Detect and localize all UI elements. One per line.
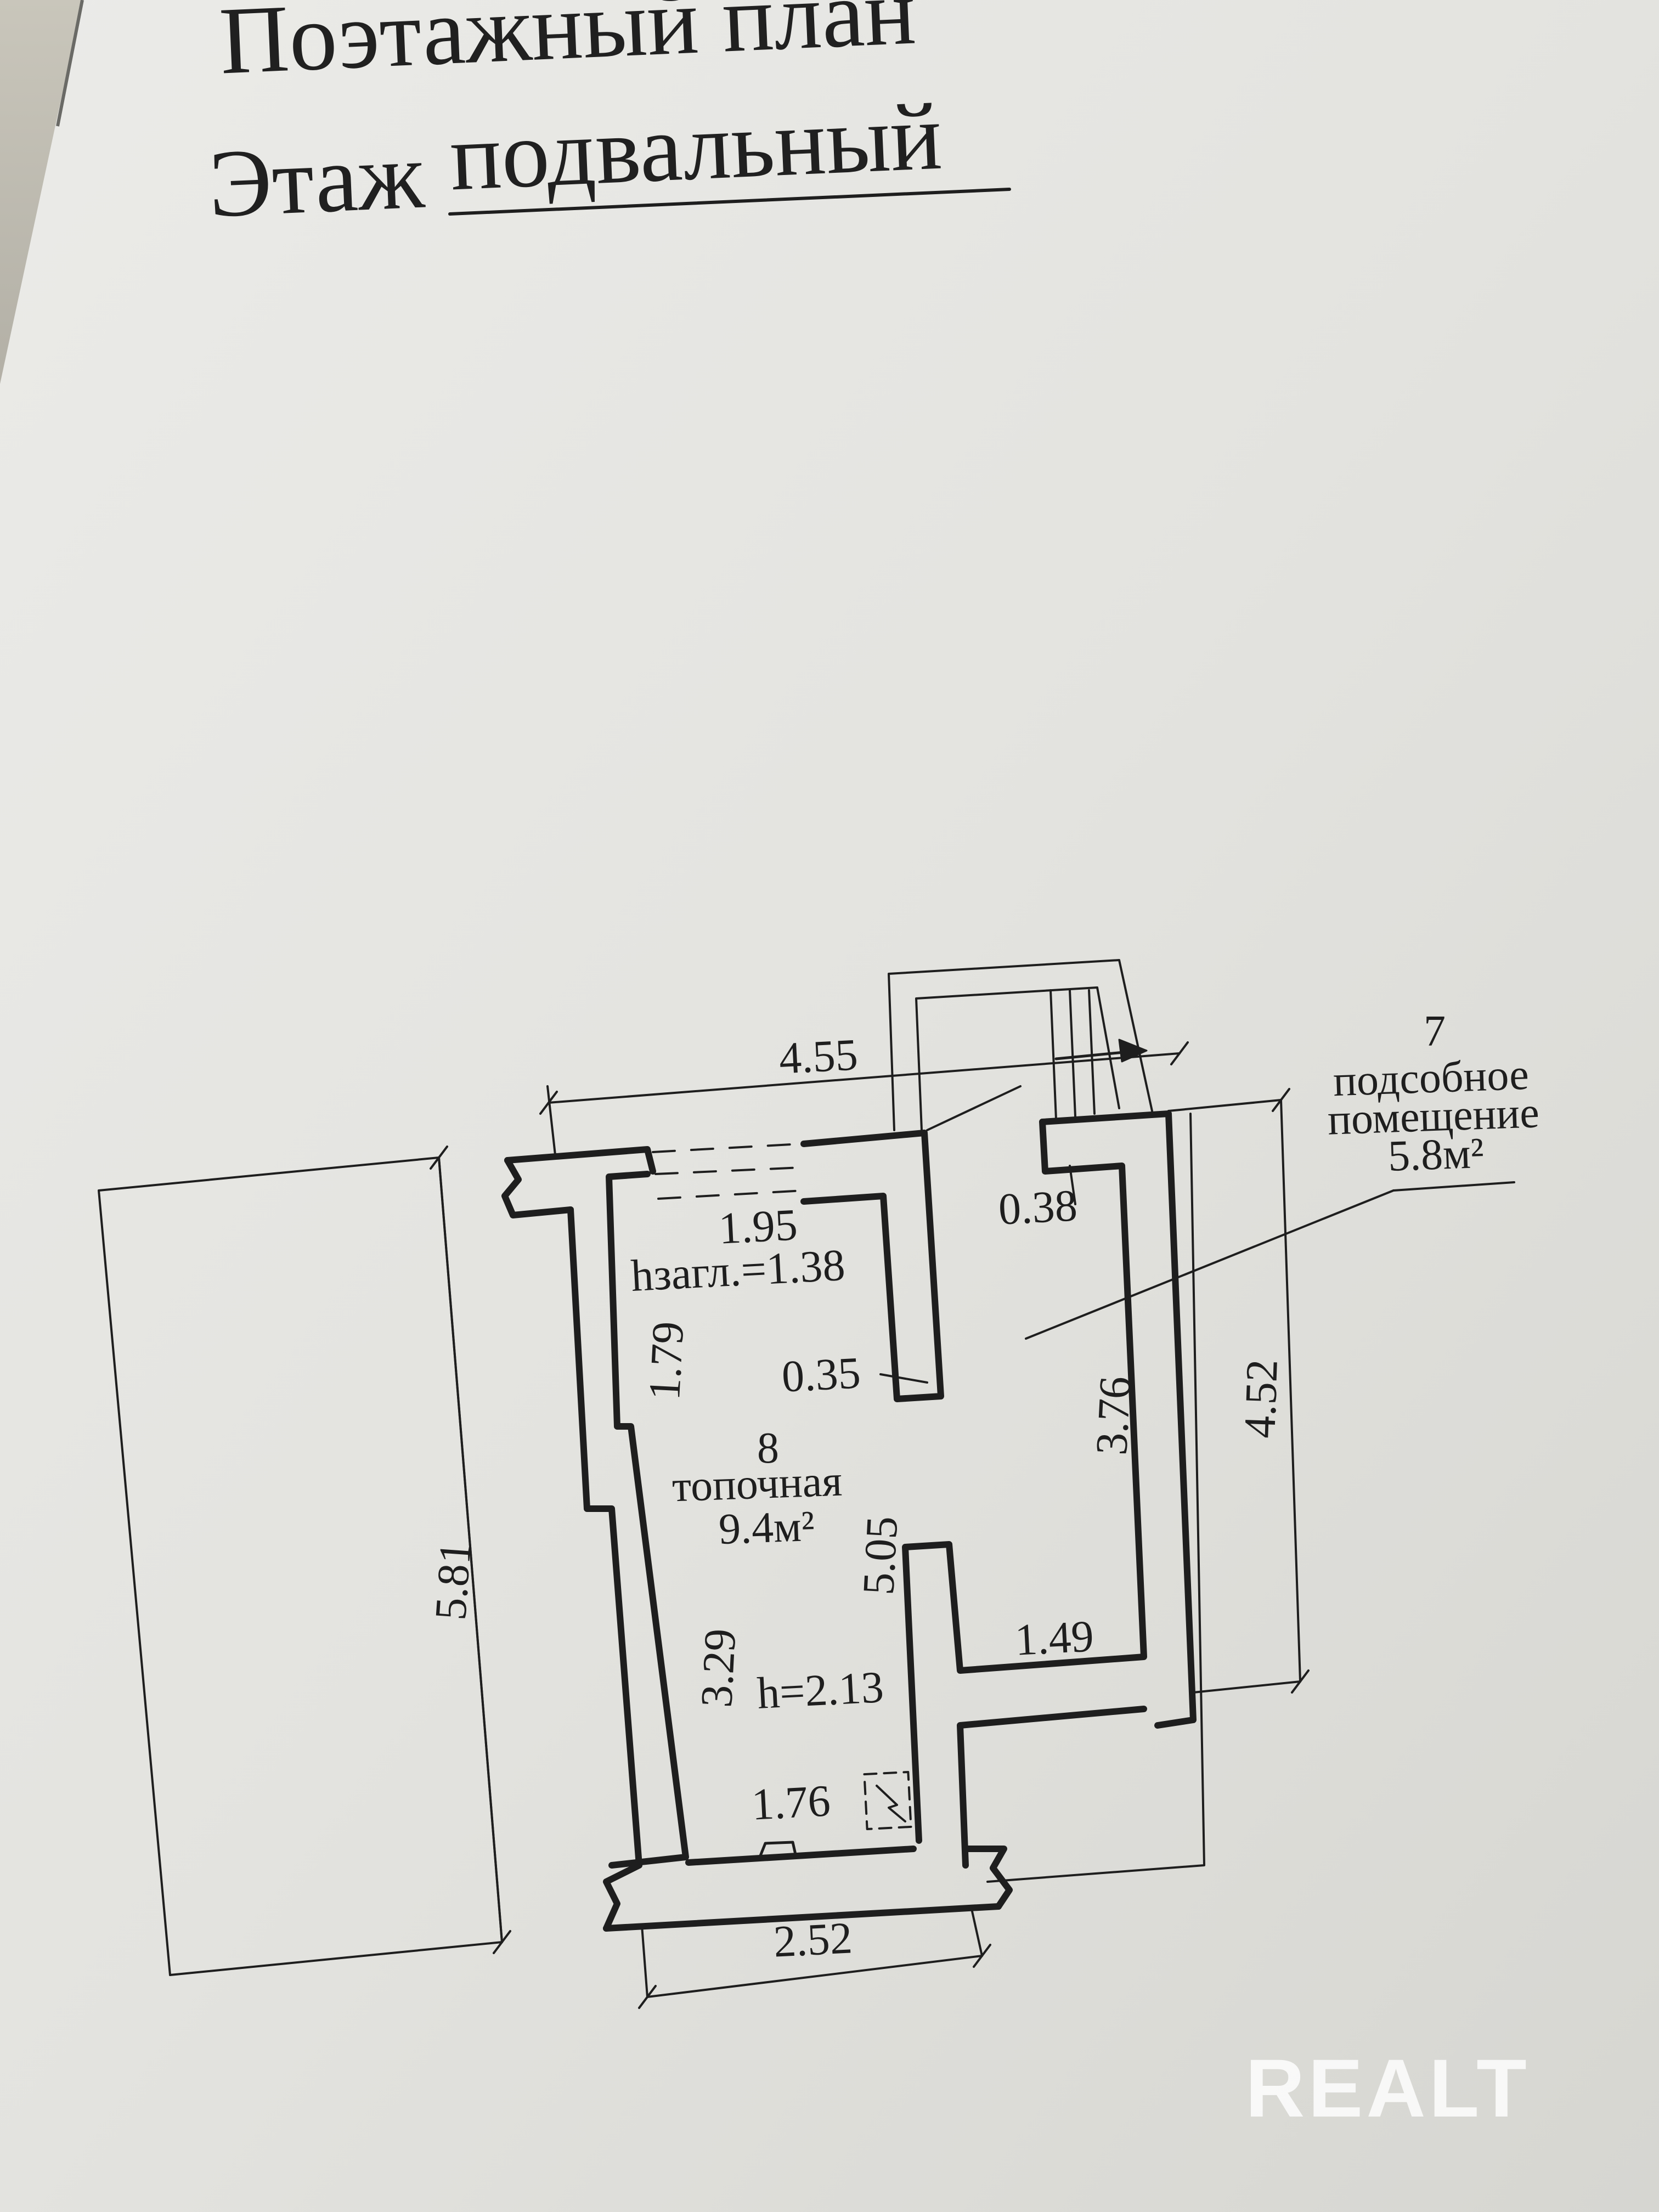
outer-wall-left	[606, 1171, 689, 1869]
boiler-symbol	[863, 1770, 912, 1831]
dim-label-overall-right: 4.52	[1234, 1358, 1287, 1440]
dim-label-room8-bottom: 1.76	[750, 1775, 832, 1830]
paper-edge-line	[56, 0, 84, 127]
outer-wall-upper-mid	[800, 1130, 944, 1402]
door-gap-dashed-top	[652, 1143, 802, 1153]
dim-label-room8-depth: hзагл.=1.38	[629, 1239, 847, 1301]
dim-tick-left-top	[430, 1146, 448, 1170]
dim-tick-right-top	[1272, 1088, 1290, 1112]
room8-area: 9.4м²	[718, 1502, 816, 1554]
dim-label-overall-top: 4.55	[777, 1029, 859, 1084]
outer-wall-upper-left	[504, 1146, 656, 1175]
entrance-inner	[915, 986, 1120, 1131]
dim-tick-left-bottom	[493, 1930, 511, 1954]
boiler-bolt	[876, 1785, 906, 1822]
dim-label-room7-bottom: 1.49	[1013, 1611, 1095, 1665]
door-gap-dashed-mid	[654, 1166, 803, 1175]
dim-label-room8-height: 5.05	[853, 1515, 907, 1596]
leader-room7-tail	[1392, 1181, 1515, 1192]
room7-number: 7	[1424, 1007, 1446, 1056]
right-boundary-line	[986, 1113, 1205, 1883]
stair-step-3	[1088, 989, 1096, 1115]
outer-wall-south-room7	[957, 1706, 1147, 1869]
leader-0-35	[879, 1373, 928, 1384]
wall-break-left-top	[501, 1157, 574, 1218]
door-gap-dashed-bottom	[657, 1189, 805, 1200]
room8-name: топочная	[671, 1457, 843, 1511]
dim-label-bottom: 2.52	[772, 1912, 854, 1967]
outer-wall-right	[1039, 1110, 1197, 1729]
room8-number: 8	[757, 1424, 779, 1472]
entrance-outline	[888, 959, 1153, 1131]
leader-stair	[926, 1085, 1022, 1131]
dim-label-overall-left: 5.81	[425, 1539, 481, 1622]
dim-ext-top-left	[546, 1085, 556, 1156]
dim-label-room8-ceiling: h=2.13	[755, 1662, 885, 1718]
wall-lower-left	[567, 1206, 642, 1932]
dim-tick-bottom-left	[638, 1985, 657, 2009]
dim-ext-bottom-right	[970, 1905, 983, 1957]
room8-inner-boundary	[685, 1846, 917, 1866]
floor-notch	[758, 1841, 797, 1859]
stair-step-2	[1069, 989, 1076, 1118]
dim-label-room8-left-upper: 1.79	[639, 1320, 693, 1402]
page-title-line2-value: подвальный	[448, 82, 944, 211]
dim-line-left	[438, 1156, 503, 1943]
dim-label-room7-top: 0.38	[997, 1180, 1079, 1234]
leader-room7	[1025, 1189, 1395, 1340]
dim-label-room8-left-lower: 3.29	[691, 1627, 746, 1709]
dim-tick-bottom-right	[973, 1944, 991, 1968]
dim-label-room7-right: 3.76	[1086, 1375, 1141, 1457]
page-title-line2-prefix: Этаж	[206, 121, 426, 238]
stair-step-1	[1049, 989, 1057, 1120]
wall-break-bottom-right	[962, 1846, 1013, 1910]
realt-watermark: REALT	[1245, 2042, 1530, 2134]
dim-line-top	[548, 1052, 1181, 1104]
room7-area: 5.8м²	[1387, 1128, 1485, 1181]
dim-line-right	[1280, 1099, 1301, 1683]
outer-wall-bottom	[603, 1903, 1002, 1932]
dim-label-room8-partition: 0.35	[780, 1347, 862, 1402]
dim-ext-right-top	[1167, 1099, 1282, 1112]
title-underline	[448, 188, 1011, 216]
dim-ext-right-bottom	[1192, 1680, 1301, 1694]
leader-0-38	[1069, 1165, 1076, 1205]
inner-wall-room7	[902, 1119, 1147, 1844]
dim-tick-right-bottom	[1291, 1669, 1310, 1694]
dim-tick-top-right	[1170, 1041, 1189, 1065]
dim-ext-bottom-left	[641, 1925, 648, 1998]
dim-line-bottom	[646, 1955, 983, 1998]
